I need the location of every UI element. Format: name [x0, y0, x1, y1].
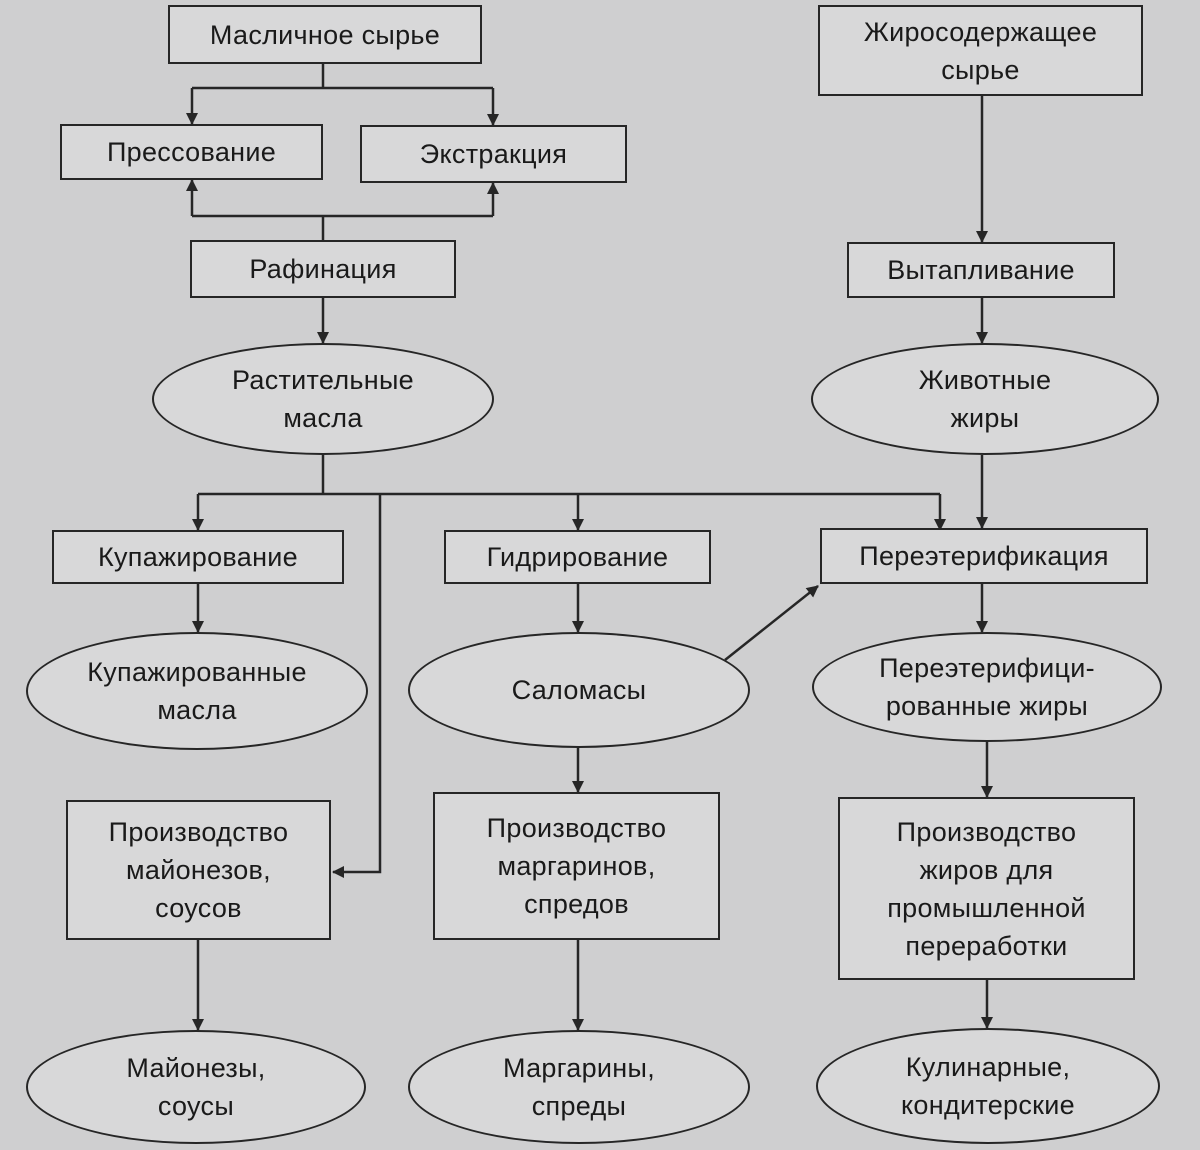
node-fat-raw: Жиросодержащее сырье [818, 5, 1143, 96]
node-extraction: Экстракция [360, 125, 627, 183]
node-prod-industrial: Производство жиров для промышленной пере… [838, 797, 1135, 980]
node-margarine-spreads: Маргарины, спреды [408, 1030, 750, 1144]
node-blending: Купажирование [52, 530, 344, 584]
arrow-salomas-to-interesterification [724, 585, 819, 661]
node-hydrogenation: Гидрирование [444, 530, 711, 584]
node-interesterified-fats: Переэтерифици- рованные жиры [812, 632, 1162, 742]
node-refining: Рафинация [190, 240, 456, 298]
node-culinary: Кулинарные, кондитерские [816, 1028, 1160, 1144]
arrow-veg-to-mayo-production [332, 494, 382, 878]
node-veg-oils: Растительные масла [152, 343, 494, 455]
node-mayo-sauces: Майонезы, соусы [26, 1030, 366, 1144]
node-pressing: Прессование [60, 124, 323, 180]
node-blended-oils: Купажированные масла [26, 632, 368, 750]
node-prod-mayo: Производство майонезов, соусов [66, 800, 331, 940]
node-salomas: Саломасы [408, 632, 750, 748]
node-interesterification: Переэтерификация [820, 528, 1148, 584]
node-rendering: Вытапливание [847, 242, 1115, 298]
node-oil-raw: Масличное сырье [168, 5, 482, 64]
node-prod-margarine: Производство маргаринов, спредов [433, 792, 720, 940]
node-animal-fats: Животные жиры [811, 343, 1159, 455]
